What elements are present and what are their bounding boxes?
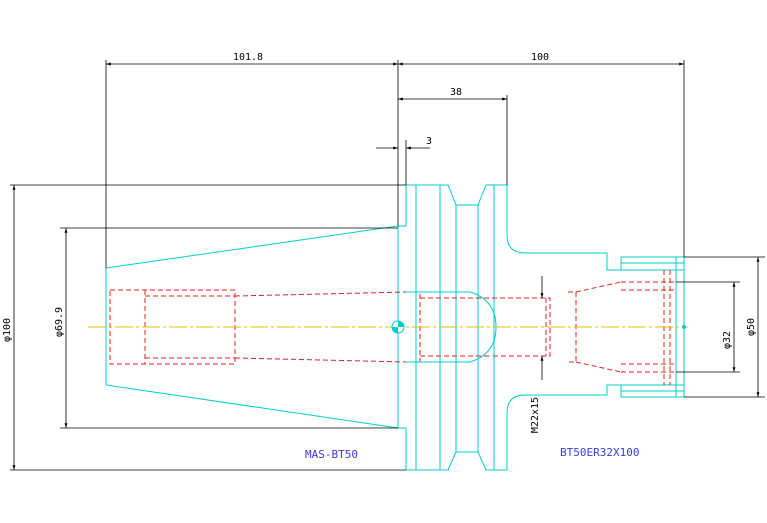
- dim-flange-to-groove: 38: [450, 87, 462, 98]
- dimensions: [10, 60, 765, 471]
- label-shank-standard: MAS-BT50: [305, 448, 358, 461]
- dim-taper-diameter: φ69.9: [54, 307, 65, 337]
- dim-taper-length: 101.8: [233, 52, 263, 63]
- dim-thread: M22x15: [530, 397, 541, 433]
- dim-nut-diameter: φ50: [746, 318, 757, 336]
- label-part-number: BT50ER32X100: [560, 446, 639, 459]
- dim-flange-diameter: φ100: [2, 318, 13, 342]
- dim-overall-length: 100: [531, 52, 549, 63]
- dim-collet-bore: φ32: [722, 331, 733, 349]
- dim-flange-offset: 3: [426, 136, 432, 147]
- tool-outline: [105, 184, 685, 471]
- center-mark-icon: [391, 320, 405, 334]
